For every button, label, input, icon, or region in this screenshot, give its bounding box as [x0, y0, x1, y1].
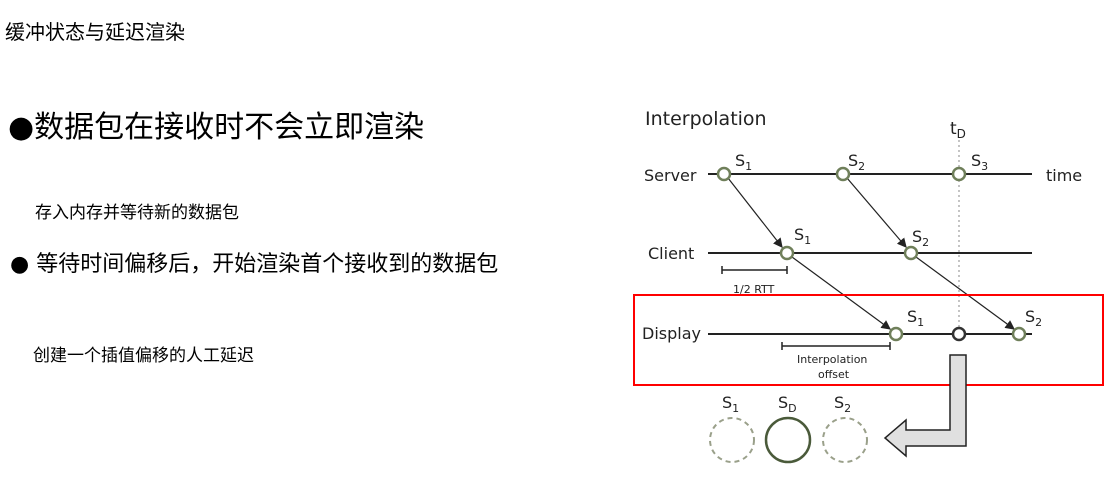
sub-point-2: 创建一个插值偏移的人工延迟: [33, 346, 254, 366]
server-label: Server: [644, 166, 697, 185]
client-s1-node: [779, 245, 795, 261]
svg-text:S2: S2: [834, 393, 851, 415]
arrow-s2-display: [915, 256, 1015, 330]
arrow-s1-client: [727, 177, 783, 248]
svg-text:S1: S1: [907, 307, 924, 329]
svg-text:S1: S1: [722, 393, 739, 415]
svg-text:S2: S2: [848, 151, 865, 173]
bullet-1: ●数据包在接收时不会立即渲染: [8, 110, 425, 145]
server-s1-node: [716, 166, 732, 182]
bullet-2: ● 等待时间偏移后，开始渲染首个接收到的数据包: [10, 252, 499, 277]
rtt-label: 1/2 RTT: [733, 283, 775, 296]
sd-circle: [764, 416, 812, 464]
diagram-heading: Interpolation: [645, 108, 767, 130]
time-label: time: [1046, 166, 1082, 185]
server-s2-node: [835, 166, 851, 182]
offset-bracket: [781, 342, 891, 350]
node-labels: S1 S2 S3 S1 S2 S1 S2 S1 SD S2: [722, 151, 1042, 415]
arrow-s1-display: [791, 256, 891, 330]
svg-text:SD: SD: [778, 393, 797, 415]
svg-text:S1: S1: [735, 151, 752, 173]
display-label: Display: [642, 324, 701, 343]
nodes: [716, 166, 1027, 342]
server-s3-node: [951, 166, 967, 182]
display-highlight-box: [633, 294, 1104, 386]
bent-arrow-icon: [883, 354, 967, 458]
packet-arrows: [727, 177, 1015, 330]
client-s2-node: [903, 245, 919, 261]
svg-text:S2: S2: [912, 227, 929, 249]
offset-label-1: Interpolation: [797, 353, 867, 366]
svg-text:S2: S2: [1025, 307, 1042, 329]
s1-ghost-circle: [709, 417, 755, 463]
display-s2-node: [1011, 326, 1027, 342]
display-td-node: [951, 326, 967, 342]
s2-ghost-circle: [822, 417, 868, 463]
svg-text:S1: S1: [794, 225, 811, 247]
td-label: tD: [950, 119, 966, 141]
display-s1-node: [888, 326, 904, 342]
sub-point-1: 存入内存并等待新的数据包: [35, 203, 239, 223]
client-label: Client: [648, 244, 694, 263]
offset-label-2: offset: [818, 368, 850, 381]
svg-text:S3: S3: [971, 151, 988, 173]
slide-title: 缓冲状态与延迟渲染: [5, 20, 185, 44]
rtt-bracket: [721, 266, 788, 274]
arrow-s2-client: [846, 177, 907, 248]
